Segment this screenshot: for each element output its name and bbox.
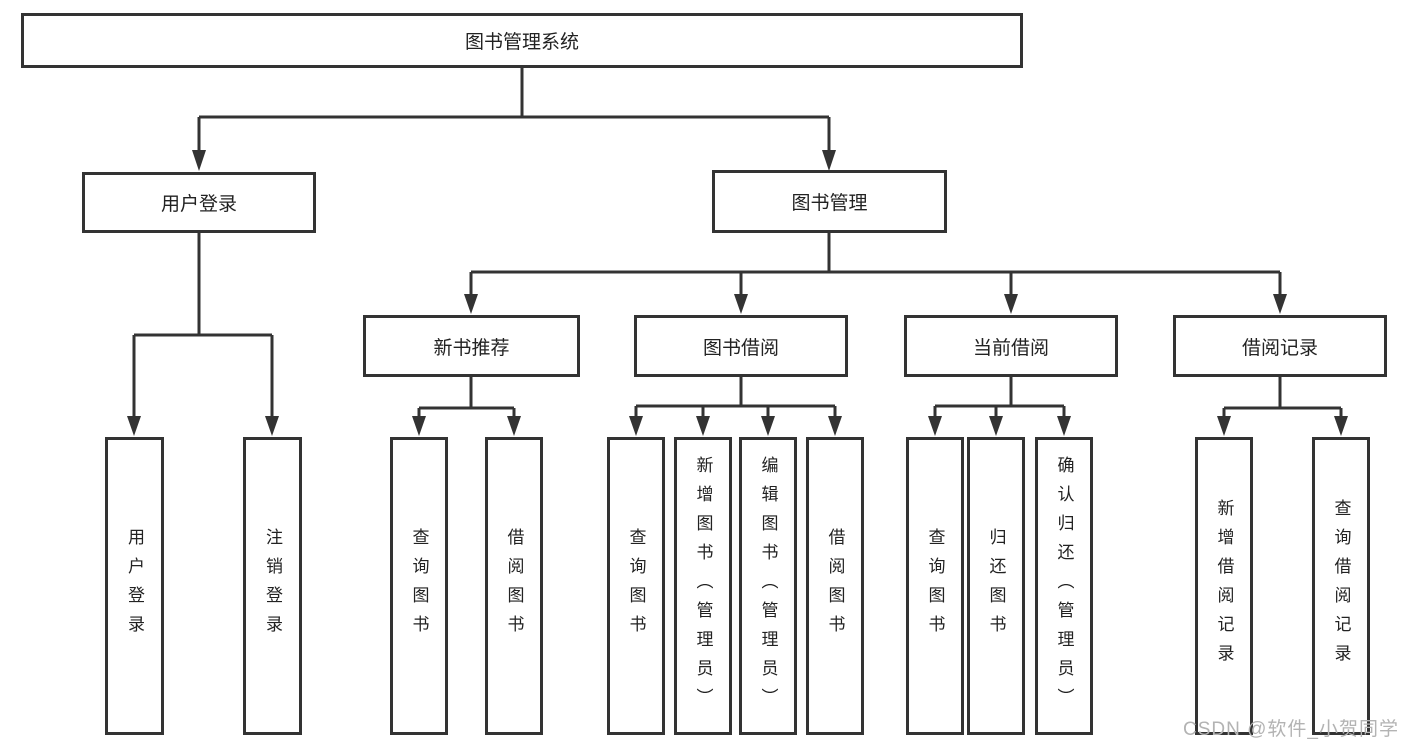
leaf-edit-book-admin: 编辑图书（管理员）	[739, 437, 797, 735]
arrow-down-icon	[265, 416, 279, 436]
arrow-down-icon	[1273, 294, 1287, 314]
connector-book-management-children	[464, 233, 1287, 314]
connector-book-borrow-children	[629, 377, 842, 436]
connector-user-login-children	[127, 233, 279, 436]
arrow-down-icon	[1057, 416, 1071, 436]
arrow-down-icon	[1217, 416, 1231, 436]
arrow-down-icon	[1004, 294, 1018, 314]
arrow-down-icon	[828, 416, 842, 436]
arrow-down-icon	[822, 150, 836, 171]
arrow-down-icon	[734, 294, 748, 314]
node-borrow-records: 借阅记录	[1173, 315, 1387, 377]
arrow-down-icon	[507, 416, 521, 436]
arrow-down-icon	[761, 416, 775, 436]
node-book-borrow: 图书借阅	[634, 315, 848, 377]
connector-current-borrow-children	[928, 377, 1071, 436]
leaf-logout: 注销登录	[243, 437, 302, 735]
node-library-system: 图书管理系统	[21, 13, 1023, 68]
leaf-borrow-book-recommend: 借阅图书	[485, 437, 543, 735]
arrow-down-icon	[1334, 416, 1348, 436]
connector-root-to-level2	[192, 68, 836, 171]
leaf-user-login: 用户登录	[105, 437, 164, 735]
leaf-borrow-book: 借阅图书	[806, 437, 864, 735]
leaf-add-borrow-record: 新增借阅记录	[1195, 437, 1253, 735]
node-user-login: 用户登录	[82, 172, 316, 233]
arrow-down-icon	[629, 416, 643, 436]
leaf-query-borrow-record: 查询借阅记录	[1312, 437, 1370, 735]
csdn-watermark: CSDN @软件_小贺同学	[1183, 719, 1399, 740]
node-current-borrow: 当前借阅	[904, 315, 1118, 377]
node-book-management: 图书管理	[712, 170, 947, 233]
arrow-down-icon	[127, 416, 141, 436]
connector-new-book-recommend-children	[412, 377, 521, 436]
arrow-down-icon	[928, 416, 942, 436]
leaf-confirm-return-admin: 确认归还（管理员）	[1035, 437, 1093, 735]
arrow-down-icon	[412, 416, 426, 436]
leaf-return-book: 归还图书	[967, 437, 1025, 735]
node-new-book-recommend: 新书推荐	[363, 315, 580, 377]
connector-borrow-records-children	[1217, 377, 1348, 436]
arrow-down-icon	[696, 416, 710, 436]
leaf-query-book-recommend: 查询图书	[390, 437, 448, 735]
leaf-query-book-current: 查询图书	[906, 437, 964, 735]
leaf-query-book-borrow: 查询图书	[607, 437, 665, 735]
arrow-down-icon	[464, 294, 478, 314]
arrow-down-icon	[989, 416, 1003, 436]
arrow-down-icon	[192, 150, 206, 171]
leaf-add-book-admin: 新增图书（管理员）	[674, 437, 732, 735]
